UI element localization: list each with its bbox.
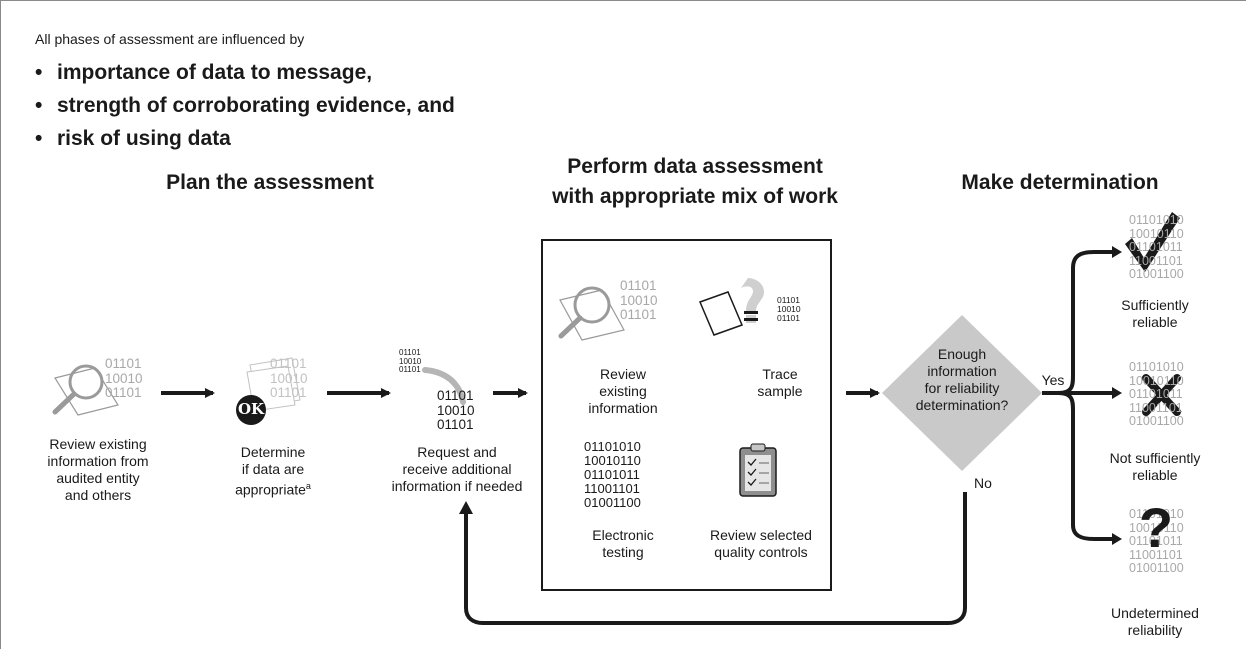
outcome-undetermined-label: Undetermined reliability <box>1090 605 1220 639</box>
label-line: reliability <box>1127 622 1183 638</box>
label-line: and others <box>64 487 132 503</box>
binary-digits: 01101 10010 01101 <box>620 278 658 323</box>
influence-item: • risk of using data <box>35 122 455 155</box>
label-line: Review selected <box>710 527 812 543</box>
work-review-label: Review existing information <box>573 366 673 417</box>
trace-sample-icon <box>698 278 764 336</box>
binary-digits: 01101 10010 01101 <box>270 356 308 401</box>
label-line: Enough <box>937 346 987 362</box>
question-icon: ? <box>1138 496 1174 559</box>
influence-item: • strength of corroborating evidence, and <box>35 89 455 122</box>
label-line: Review <box>600 366 646 382</box>
label-line: existing <box>599 383 647 399</box>
label-line: information from <box>47 453 149 469</box>
heading-perform-line: Perform data assessment <box>567 155 823 178</box>
binary-digits: 01101 10010 01101 <box>777 295 801 324</box>
label-line: audited entity <box>56 470 140 486</box>
yes-label: Yes <box>1041 372 1065 388</box>
label-line: information if needed <box>391 478 523 494</box>
label-line: information <box>588 400 658 416</box>
influence-item: • importance of data to message, <box>35 56 455 89</box>
bullet-dot: • <box>35 127 43 150</box>
label-line: reliable <box>1132 467 1178 483</box>
binary-digits: 01101 10010 01101 <box>105 356 143 401</box>
no-loop-arrow <box>464 492 967 625</box>
label-line: Review existing <box>49 436 147 452</box>
intro-text: All phases of assessment are influenced … <box>35 31 305 47</box>
assessment-work-box <box>541 239 832 591</box>
work-trace-label: Trace sample <box>730 366 830 400</box>
binary-digits: 01101010 10010110 01101011 11001101 0100… <box>584 439 641 511</box>
label-line: Electronic <box>592 527 654 543</box>
heading-determine: Make determination <box>961 171 1159 194</box>
magnifier-icon <box>558 286 625 341</box>
cross-icon <box>1142 374 1181 416</box>
label-text: appropriate <box>235 481 306 498</box>
step-request-label: Request and receive additional informati… <box>382 444 532 495</box>
binary-digits: 01101010 10010110 01101011 11001101 0100… <box>1129 360 1184 428</box>
influence-text: strength of corroborating evidence, and <box>57 94 455 117</box>
decision-diamond <box>882 315 1042 471</box>
magnifier-icon <box>52 364 119 416</box>
influence-text: importance of data to message, <box>57 61 373 84</box>
label-line: Determine <box>240 444 306 460</box>
decision-brace <box>1057 250 1115 541</box>
binary-digits: 01101010 10010110 01101011 11001101 0100… <box>1129 507 1184 575</box>
label-line: appropriatea <box>218 478 328 499</box>
label-line: Undetermined <box>1111 605 1199 621</box>
ok-document-icon <box>236 357 301 425</box>
label-line: receive additional <box>402 461 512 477</box>
heading-perform: Perform data assessment with appropriate… <box>505 152 885 212</box>
label-line: reliable <box>1132 314 1178 330</box>
label-line: determination? <box>915 397 1009 413</box>
heading-perform-line: with appropriate mix of work <box>552 185 838 208</box>
label-line: sample <box>757 383 803 399</box>
label-line: quality controls <box>714 544 808 560</box>
work-controls-label: Review selected quality controls <box>696 527 826 561</box>
label-line: Sufficiently <box>1121 297 1189 313</box>
label-line: for reliability <box>924 380 1000 396</box>
label-line: Trace <box>762 366 798 382</box>
label-line: information <box>927 363 997 379</box>
no-label: No <box>974 475 992 491</box>
step-review-label: Review existing information from audited… <box>38 436 158 504</box>
decision-question: Enough information for reliability deter… <box>897 346 1027 414</box>
binary-digits: 01101 10010 01101 <box>437 388 475 433</box>
influence-list: • importance of data to message, • strengt… <box>35 56 455 155</box>
label-line: if data are <box>241 461 305 477</box>
influence-text: risk of using data <box>57 127 231 150</box>
check-icon <box>1125 212 1180 272</box>
ok-badge: OK <box>237 400 265 418</box>
binary-digits: 01101 10010 01101 <box>399 348 422 375</box>
outcome-not-sufficient-label: Not sufficiently reliable <box>1085 450 1225 484</box>
binary-digits: 01101010 10010110 01101011 11001101 0100… <box>1129 213 1184 281</box>
label-line: Request and <box>417 444 497 460</box>
label-line: testing <box>602 544 644 560</box>
work-electronic-label: Electronic testing <box>573 527 673 561</box>
heading-plan: Plan the assessment <box>166 171 374 194</box>
clipboard-icon <box>739 443 777 497</box>
bullet-dot: • <box>35 61 43 84</box>
footnote-marker: a <box>305 481 311 491</box>
bullet-dot: • <box>35 94 43 117</box>
step-determine-label: Determine if data are appropriatea <box>218 444 328 499</box>
data-transfer-swoosh <box>422 367 466 405</box>
label-line: Not sufficiently <box>1109 450 1201 466</box>
outcome-sufficient-label: Sufficiently reliable <box>1090 297 1220 331</box>
